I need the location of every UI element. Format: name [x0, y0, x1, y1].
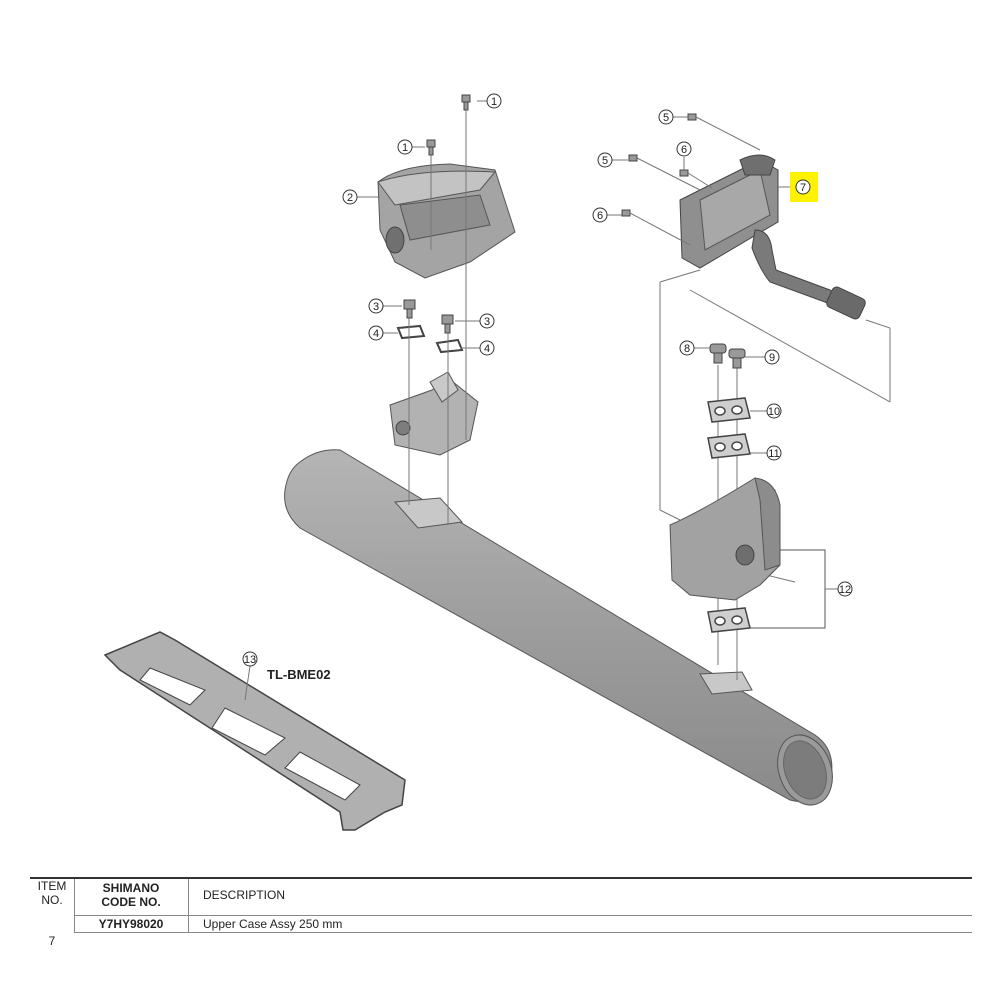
frame-tube [284, 449, 833, 806]
left-screws [396, 94, 471, 354]
callout-2 [342, 189, 358, 205]
callout-11-label: 11 [768, 448, 779, 460]
callout-10 [766, 403, 782, 419]
row-item-no: 7 [48, 934, 56, 948]
table-col-divider-2 [188, 879, 189, 932]
callout-3-right [479, 313, 495, 329]
header-item-line2: NO. [41, 893, 63, 907]
callout-9-label: 9 [769, 352, 775, 364]
callout-12 [837, 581, 853, 597]
right-spacers [707, 397, 751, 633]
callout-12-label: 12 [839, 584, 851, 596]
callout-3-left-label: 3 [373, 301, 379, 313]
header-item-line1: ITEM [37, 879, 67, 893]
callout-13 [242, 651, 258, 667]
callout-3-left [368, 298, 384, 314]
callout-4-right [479, 340, 495, 356]
tool-model-label: TL-BME02 [267, 667, 331, 682]
header-code-line1: SHIMANO [102, 881, 160, 895]
tool-leader [244, 665, 251, 701]
callout-10-label: 10 [768, 406, 780, 418]
callout-4-right-label: 4 [484, 343, 490, 355]
callout-7-label: 7 [800, 182, 806, 194]
callout-7 [795, 179, 811, 195]
parts-table: ITEM NO. SHIMANO CODE NO. DESCRIPTION Y7… [30, 877, 972, 957]
callout-4-left-label: 4 [373, 328, 379, 340]
callout-8-label: 8 [684, 343, 690, 355]
callout-1-top [486, 93, 502, 109]
callout-markers [242, 93, 853, 667]
right-mount-screws [709, 343, 746, 369]
header-code-line2: CODE NO. [101, 895, 161, 909]
table-header-rule [74, 915, 972, 916]
callout-leaders [357, 100, 838, 590]
callout-1-top-label: 1 [491, 96, 497, 108]
callout-numbers: 1 1 2 3 4 3 4 5 5 6 6 7 8 9 10 11 12 13 [244, 96, 851, 666]
header-code-no: SHIMANO CODE NO. [74, 881, 188, 909]
callout-8 [679, 340, 695, 356]
row-code: Y7HY98020 [98, 917, 164, 931]
callout-6-top-label: 6 [681, 144, 687, 156]
header-description: DESCRIPTION [203, 888, 286, 902]
tool-part [103, 631, 406, 831]
exploded-parts-diagram: 1 1 2 3 4 3 4 5 5 6 6 7 8 9 10 11 12 13 … [103, 93, 891, 831]
lower-mount-part [389, 371, 479, 456]
callout-9 [764, 349, 780, 365]
upper-case-assy-part [679, 154, 866, 320]
callout-5-mid [597, 152, 613, 168]
callout-1-left-label: 1 [402, 142, 408, 154]
callout-6-left [592, 207, 608, 223]
table-top-rule [30, 877, 972, 879]
left-guide-lines [408, 110, 467, 525]
table-col-divider-1 [74, 879, 75, 932]
header-item-no: ITEM NO. [30, 879, 74, 907]
callout-3-right-label: 3 [484, 316, 490, 328]
lower-cover-part [669, 477, 781, 601]
callout-11 [766, 445, 782, 461]
upper-case-part [377, 163, 516, 279]
callout-2-label: 2 [347, 192, 353, 204]
callout-5-top [658, 109, 674, 125]
callout-5-mid-label: 5 [602, 155, 608, 167]
callout-5-top-label: 5 [663, 112, 669, 124]
callout-6-left-label: 6 [597, 210, 603, 222]
callout-13-label: 13 [244, 654, 256, 666]
callout-1-left [397, 139, 413, 155]
callout-6-top [676, 141, 692, 157]
callout-4-left [368, 325, 384, 341]
table-row-rule [74, 932, 972, 933]
row-description: Upper Case Assy 250 mm [203, 917, 343, 931]
